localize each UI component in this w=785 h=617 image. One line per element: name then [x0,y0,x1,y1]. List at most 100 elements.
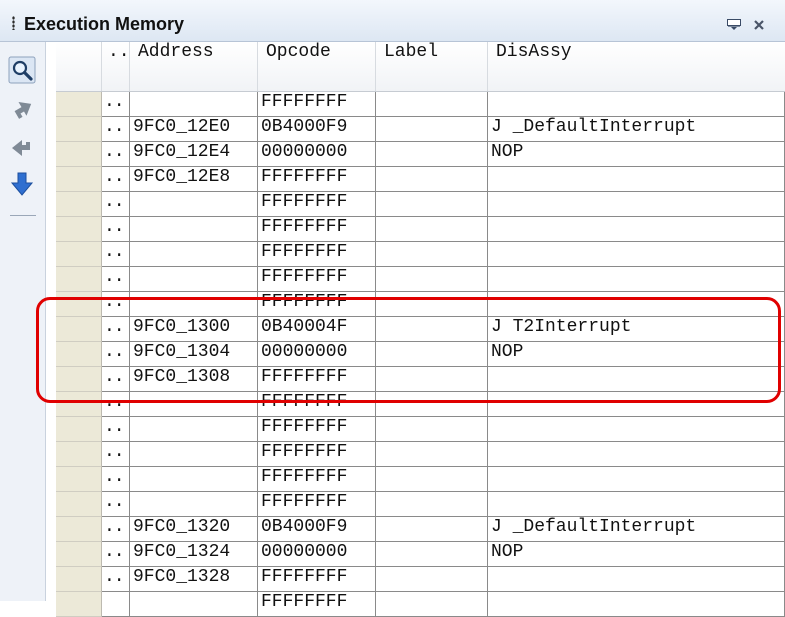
cell-dots[interactable]: .. [102,92,130,117]
cell-address[interactable]: 9FC0_12E4 [130,142,258,167]
cell-dots[interactable]: .. [102,442,130,467]
cell-dots[interactable]: .. [102,217,130,242]
cell-address[interactable] [130,267,258,292]
pin-icon[interactable] [727,19,741,31]
cell-dots[interactable]: .. [102,517,130,542]
cell-disassy[interactable]: J T2Interrupt [488,317,785,342]
cell-opcode[interactable]: 00000000 [258,542,376,567]
cell-disassy[interactable]: J _DefaultInterrupt [488,117,785,142]
cell-disassy[interactable] [488,367,785,392]
cell-dots[interactable]: .. [102,567,130,592]
cell-label[interactable] [376,217,488,242]
header-dots[interactable]: .. [102,42,130,91]
cell-disassy[interactable] [488,592,785,617]
cell-dots[interactable]: .. [102,242,130,267]
cell-address[interactable]: 9FC0_1320 [130,517,258,542]
header-opcode[interactable]: Opcode [258,42,376,91]
cell-opcode[interactable]: 0B40004F [258,317,376,342]
table-row[interactable]: ..FFFFFFFF [56,192,785,217]
cell-disassy[interactable] [488,167,785,192]
cell-opcode[interactable]: FFFFFFFF [258,92,376,117]
cell-disassy[interactable] [488,492,785,517]
cell-disassy[interactable] [488,567,785,592]
drag-grip-icon[interactable] [12,16,15,30]
cell-label[interactable] [376,292,488,317]
cell-label[interactable] [376,392,488,417]
cell-dots[interactable]: .. [102,192,130,217]
cell-sel[interactable] [56,492,102,517]
cell-sel[interactable] [56,367,102,392]
cell-label[interactable] [376,417,488,442]
header-selector[interactable] [56,42,102,91]
cell-disassy[interactable] [488,92,785,117]
cell-address[interactable] [130,92,258,117]
step-up-arrow-icon[interactable] [8,94,36,122]
cell-dots[interactable]: .. [102,342,130,367]
step-left-arrow-icon[interactable] [8,132,36,160]
table-row[interactable]: ..FFFFFFFF [56,417,785,442]
cell-label[interactable] [376,442,488,467]
cell-disassy[interactable] [488,217,785,242]
cell-disassy[interactable] [488,242,785,267]
cell-sel[interactable] [56,392,102,417]
cell-dots[interactable]: .. [102,367,130,392]
cell-sel[interactable] [56,167,102,192]
cell-label[interactable] [376,517,488,542]
cell-opcode[interactable]: 0B4000F9 [258,117,376,142]
cell-opcode[interactable]: 00000000 [258,342,376,367]
cell-opcode[interactable]: 00000000 [258,142,376,167]
cell-sel[interactable] [56,292,102,317]
search-memory-icon[interactable] [8,56,36,84]
cell-opcode[interactable]: FFFFFFFF [258,367,376,392]
cell-disassy[interactable] [488,417,785,442]
table-row[interactable]: .. FFFFFFFF [56,242,785,267]
cell-sel[interactable] [56,592,102,617]
cell-address[interactable] [130,292,258,317]
cell-sel[interactable] [56,342,102,367]
cell-opcode[interactable]: FFFFFFFF [258,417,376,442]
cell-address[interactable]: 9FC0_1304 [130,342,258,367]
table-row[interactable]: .. FFFFFFFF [56,392,785,417]
cell-address[interactable]: 9FC0_12E8 [130,167,258,192]
table-row[interactable]: ..FFFFFFFF [56,217,785,242]
cell-dots[interactable]: .. [102,117,130,142]
cell-label[interactable] [376,492,488,517]
cell-dots[interactable]: .. [102,467,130,492]
cell-address[interactable] [130,417,258,442]
cell-opcode[interactable]: FFFFFFFF [258,242,376,267]
table-row[interactable]: FFFFFFFF [56,592,785,617]
cell-disassy[interactable] [488,267,785,292]
cell-sel[interactable] [56,242,102,267]
cell-label[interactable] [376,367,488,392]
cell-disassy[interactable]: NOP [488,142,785,167]
cell-sel[interactable] [56,117,102,142]
cell-label[interactable] [376,467,488,492]
cell-dots[interactable]: .. [102,492,130,517]
cell-sel[interactable] [56,92,102,117]
cell-sel[interactable] [56,317,102,342]
cell-label[interactable] [376,242,488,267]
cell-sel[interactable] [56,142,102,167]
cell-opcode[interactable]: FFFFFFFF [258,292,376,317]
cell-address[interactable] [130,442,258,467]
cell-disassy[interactable] [488,292,785,317]
cell-sel[interactable] [56,217,102,242]
cell-address[interactable]: 9FC0_1300 [130,317,258,342]
table-row[interactable]: ..FFFFFFFF [56,442,785,467]
cell-label[interactable] [376,592,488,617]
cell-disassy[interactable] [488,192,785,217]
cell-sel[interactable] [56,542,102,567]
cell-opcode[interactable]: FFFFFFFF [258,392,376,417]
cell-dots[interactable]: .. [102,267,130,292]
cell-disassy[interactable]: NOP [488,342,785,367]
cell-label[interactable] [376,192,488,217]
cell-dots[interactable]: .. [102,542,130,567]
cell-address[interactable]: 9FC0_1328 [130,567,258,592]
cell-address[interactable] [130,217,258,242]
cell-dots[interactable]: .. [102,392,130,417]
cell-sel[interactable] [56,442,102,467]
